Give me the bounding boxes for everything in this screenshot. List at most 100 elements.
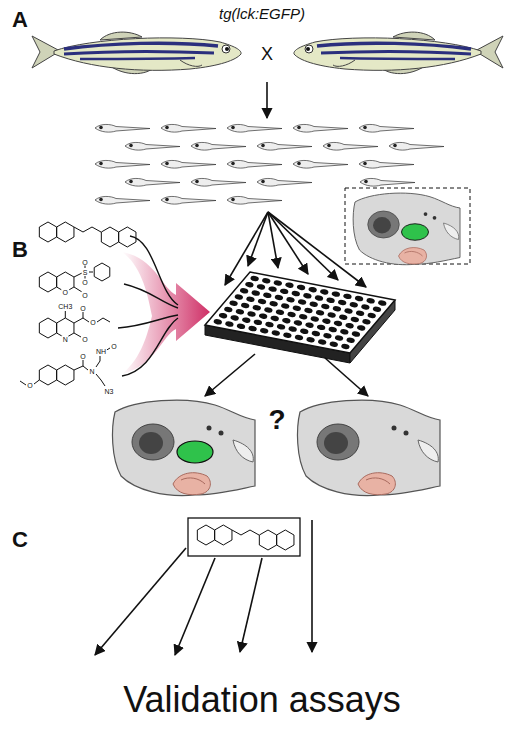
hit-compound [259,530,276,550]
larva [261,144,265,148]
well [343,293,352,300]
larval-head [404,431,409,436]
well [241,302,250,309]
well [280,288,289,295]
larva [293,160,348,168]
well [275,309,284,316]
larval-head [358,473,395,495]
larva [161,160,216,168]
larva [393,144,397,148]
well [298,299,307,306]
well [361,304,370,311]
larva [360,178,415,186]
adult-zebrafish [80,58,195,59]
well [225,321,234,328]
well [356,310,365,317]
larva [95,196,150,204]
well [378,300,387,307]
compound-structures [96,374,105,386]
adult-zebrafish [305,45,313,53]
question-mark: ? [268,405,285,436]
larva [227,160,282,168]
result-arrow [325,358,368,396]
larval-head [444,223,459,240]
validation-arrow [240,558,262,652]
atom-label: O [110,343,117,350]
larva [227,196,282,204]
larval-head [207,426,212,431]
larva [165,162,169,166]
compound-structures [39,318,56,338]
well [350,316,359,323]
fan-arrow [225,212,268,285]
atom-label: O [62,289,69,296]
well [357,325,366,332]
larval-head [405,251,423,256]
larva [227,124,282,132]
well [372,306,381,313]
thymus [402,224,429,241]
well [333,320,342,327]
larva [99,126,103,130]
well [240,287,249,294]
cross-arrow [267,82,268,118]
larval-head [353,193,460,265]
larva [95,160,150,168]
compound-structures [96,356,100,367]
hit-compound [232,530,259,535]
well [247,311,256,318]
transgene-label: tg(lck:EGFP) [219,6,305,23]
well [305,322,314,329]
larval-head [392,426,397,431]
atom-label: O [81,292,88,299]
compound-structures [20,381,26,385]
larva [95,160,150,168]
well [271,330,280,337]
well [323,332,332,339]
well [282,317,291,324]
adult-zebrafish [306,47,310,51]
well [224,306,233,313]
compound-arrow [124,284,178,308]
atom-label: O [81,279,88,286]
larval-head [113,400,255,496]
hit-compound [215,525,232,545]
well [268,286,277,293]
larva [129,144,133,148]
atom-label: N [62,336,69,343]
larval-head [298,400,440,496]
well [332,305,341,312]
well [230,315,239,322]
inset [345,188,470,264]
larva [95,124,150,132]
adult-zebrafish [225,47,229,51]
atom-label: NH [95,348,107,355]
well [293,320,302,327]
well [288,326,297,333]
compound-structures [39,365,56,385]
larva [293,124,348,132]
well-plate [205,272,395,353]
compound-structures [57,365,74,385]
larva [191,142,246,150]
well [341,343,350,350]
well [245,281,254,288]
well [250,275,259,282]
validation-arrow [311,520,313,652]
well [281,303,290,310]
larva [195,180,199,184]
adult-zebrafish [54,38,241,70]
thymus [177,441,213,463]
larva [297,126,301,130]
atom-label: O [81,259,88,266]
larval-head [233,440,253,462]
hit-compound [188,518,300,556]
atom-label: O [81,336,88,343]
well [318,339,327,346]
larva [99,162,103,166]
well [314,295,323,302]
well [346,337,355,344]
well [317,324,326,331]
larval-head [317,424,359,460]
larva [359,160,414,168]
